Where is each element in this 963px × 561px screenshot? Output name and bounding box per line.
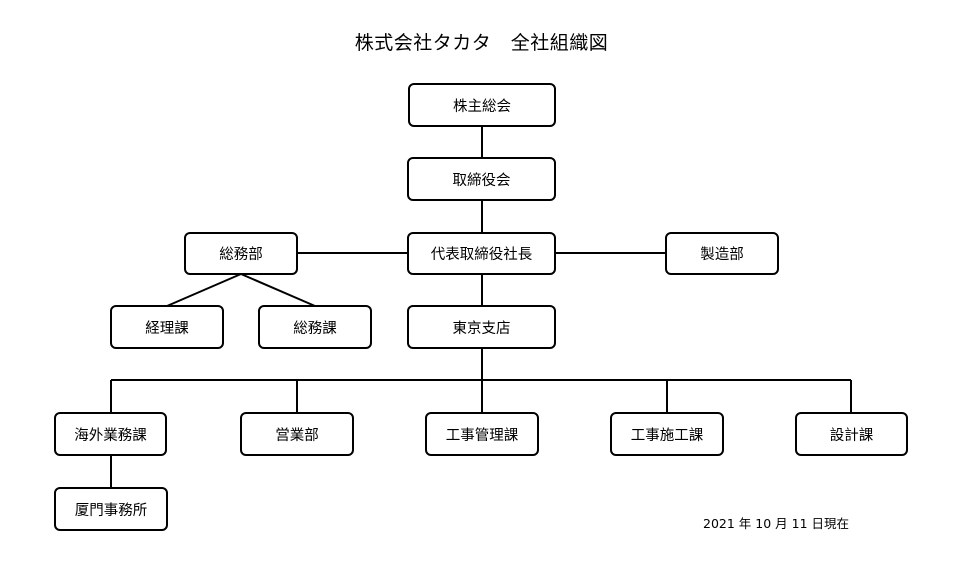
node-overseas-business-section: 海外業務課 bbox=[54, 412, 167, 456]
node-sales-dept: 営業部 bbox=[240, 412, 354, 456]
node-construction-execution-section: 工事施工課 bbox=[610, 412, 724, 456]
node-president: 代表取締役社長 bbox=[407, 232, 556, 275]
node-design-section: 設計課 bbox=[795, 412, 908, 456]
node-general-affairs-section: 総務課 bbox=[258, 305, 372, 349]
node-tokyo-branch: 東京支店 bbox=[407, 305, 556, 349]
as-of-date-note: 2021 年 10 月 11 日現在 bbox=[703, 516, 849, 531]
node-manufacturing-dept: 製造部 bbox=[665, 232, 779, 275]
line-general-affairs-accounting bbox=[166, 273, 242, 307]
node-shareholders-meeting: 株主総会 bbox=[408, 83, 556, 127]
node-xiamen-office: 厦門事務所 bbox=[54, 487, 168, 531]
node-board-of-directors: 取締役会 bbox=[407, 157, 556, 201]
node-construction-management-section: 工事管理課 bbox=[425, 412, 539, 456]
node-accounting-section: 経理課 bbox=[110, 305, 224, 349]
node-general-affairs-dept: 総務部 bbox=[184, 232, 298, 275]
chart-title: 株式会社タカタ 全社組織図 bbox=[354, 32, 609, 54]
line-general-affairs-section bbox=[240, 273, 316, 307]
